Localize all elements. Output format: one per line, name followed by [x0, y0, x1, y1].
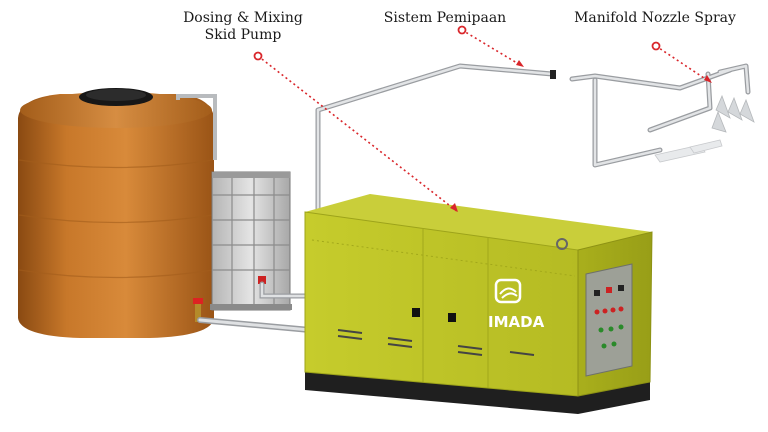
label-manifold-nozzle-spray: Manifold Nozzle Spray — [574, 10, 736, 26]
imada-logo — [494, 278, 522, 304]
pipe-end-cap — [550, 70, 556, 79]
dosing-skid: IMADA — [304, 194, 653, 414]
brand-text: IMADA — [488, 313, 545, 331]
tank-valve-icon — [195, 304, 201, 322]
callout-markers — [253, 25, 712, 212]
piping-system — [315, 63, 751, 213]
label-sistem-pemipaan: Sistem Pemipaan — [383, 10, 507, 26]
water-tank — [18, 88, 217, 338]
arrow-head-icon — [450, 203, 458, 212]
spray-nozzles — [711, 94, 755, 133]
callout-dot-icon — [457, 25, 467, 35]
manifold-outlets — [654, 139, 723, 163]
door-lock-icon — [448, 313, 456, 322]
vent-grilles — [337, 329, 535, 356]
control-panel-indicators — [594, 285, 624, 349]
label-dosing-line1: Dosing & Mixing — [183, 10, 303, 26]
tank-valve-handle — [193, 298, 203, 304]
arrow-head-icon — [516, 60, 524, 67]
bottom-pipes — [197, 281, 313, 333]
arrow-head-icon — [704, 75, 712, 83]
label-dosing-mixing: Dosing & Mixing Skid Pump — [168, 10, 318, 44]
control-panel — [585, 263, 633, 377]
label-dosing-line2: Skid Pump — [204, 27, 282, 43]
callout-leaders — [257, 29, 711, 213]
door-lock-icon — [412, 308, 420, 317]
callout-dot-icon — [253, 51, 263, 61]
callout-dot-icon — [651, 41, 661, 51]
ibc-container — [210, 171, 292, 311]
ibc-valve-icon — [258, 276, 266, 284]
